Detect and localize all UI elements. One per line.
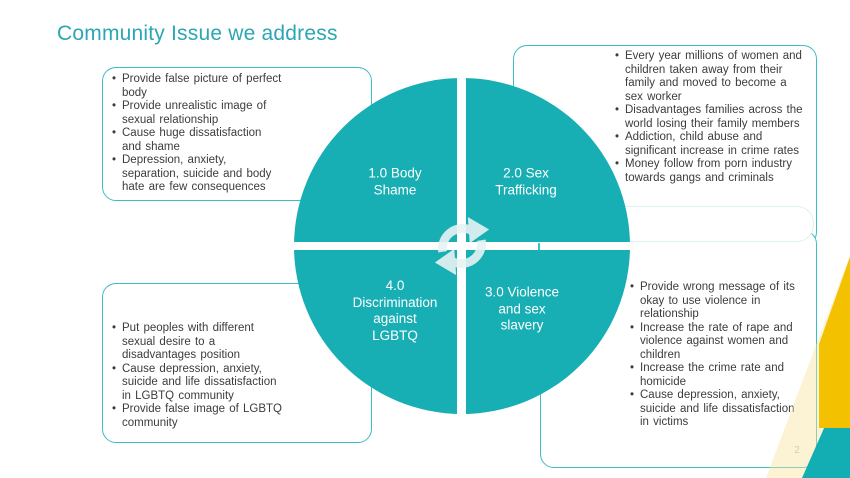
bullet-item: Cause depression, anxiety, suicide and l… [629, 389, 814, 430]
violence-bullet-list: Provide wrong message of its okay to use… [629, 281, 814, 430]
body-shame-notes-box: Provide false picture of perfect body Pr… [102, 67, 372, 201]
box-border-tick [538, 243, 540, 250]
bullet-item: Provide false image of LGBTQ community [111, 403, 361, 430]
bullet-item: Increase the crime rate and homicide [629, 362, 814, 389]
issues-cycle-diagram: 1.0 Body Shame 2.0 Sex Trafficking 3.0 V… [294, 78, 630, 414]
bullet-item: Provide wrong message of its okay to use… [629, 281, 814, 322]
bullet-item: Increase the rate of rape and violence a… [629, 322, 814, 363]
bullet-item: Depression, anxiety, separation, suicide… [111, 154, 361, 195]
sex-trafficking-notes-box: Every year millions of women and childre… [513, 45, 817, 246]
bullet-item: Provide unrealistic image of sexual rela… [111, 100, 361, 127]
body-shame-bullet-list: Provide false picture of perfect body Pr… [111, 73, 361, 195]
bullet-item: Money follow from porn industry towards … [614, 158, 814, 185]
cycle-arrows-icon [434, 216, 490, 276]
bullet-item: Put peoples with different sexual desire… [111, 322, 361, 363]
quadrant-label-body-shame: 1.0 Body Shame [368, 165, 422, 198]
bullet-item: Cause huge dissatisfaction and shame [111, 127, 361, 154]
quadrant-divider-horizontal [294, 242, 630, 250]
bullet-item: Disadvantages families across the world … [614, 104, 814, 131]
bullet-item: Every year millions of women and childre… [614, 50, 814, 104]
bullet-item: Provide false picture of perfect body [111, 73, 361, 100]
bullet-item: Addiction, child abuse and significant i… [614, 131, 814, 158]
quadrant-label-sex-trafficking: 2.0 Sex Trafficking [495, 165, 557, 198]
yellow-triangle-decoration [819, 257, 850, 428]
page-number: 2 [794, 445, 800, 456]
bullet-item: Cause depression, anxiety, suicide and l… [111, 363, 361, 404]
page-title: Community Issue we address [57, 22, 338, 45]
sex-trafficking-bullet-list: Every year millions of women and childre… [614, 50, 814, 185]
quadrant-label-violence-slavery: 3.0 Violence and sex slavery [484, 284, 560, 333]
quadrant-label-lgbtq-discrimination: 4.0 Discrimination against LGBTQ [352, 278, 438, 343]
lgbtq-bullet-list: Put peoples with different sexual desire… [111, 322, 361, 430]
lgbtq-discrimination-notes-box: Put peoples with different sexual desire… [102, 283, 372, 443]
